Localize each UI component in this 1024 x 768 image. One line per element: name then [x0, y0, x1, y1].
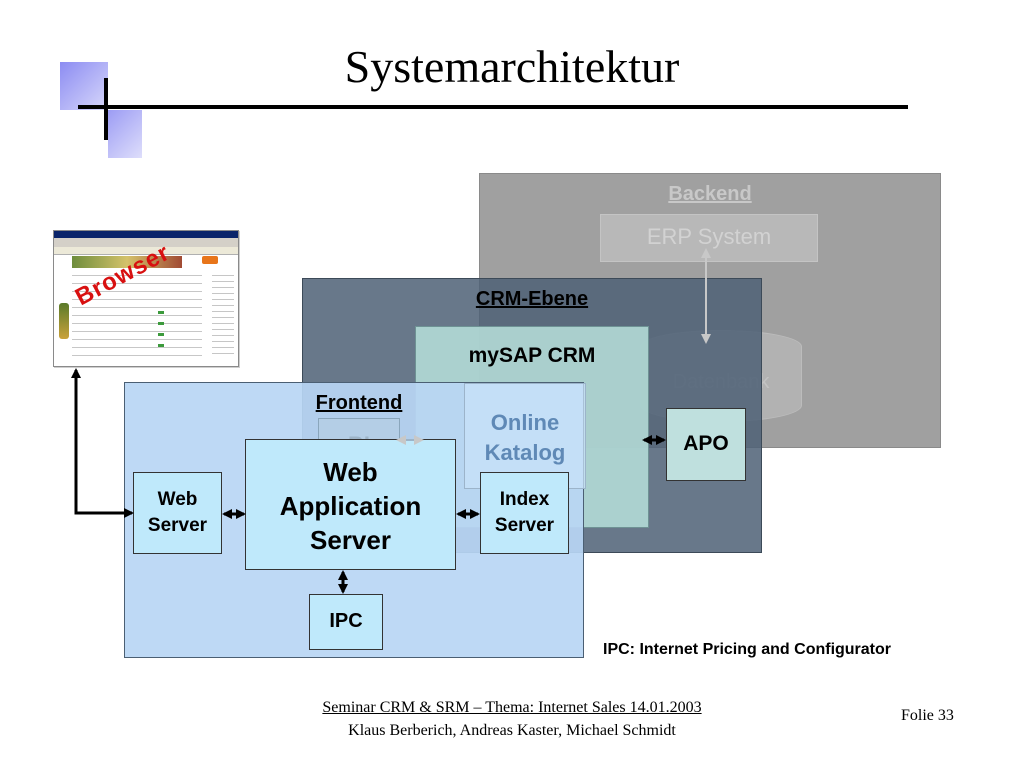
index-server-label: Index Server [480, 487, 569, 539]
shop-product-list [72, 275, 202, 363]
slide-title: Systemarchitektur [344, 41, 680, 92]
footer-authors-line: Klaus Berberich, Andreas Kaster, Michael… [348, 722, 676, 739]
frontend-title: Frontend [315, 392, 403, 414]
web-application-server-label-line2: Application [279, 491, 422, 521]
apo-box [666, 408, 746, 481]
browser-addressbar [54, 247, 238, 255]
title-decoration-square [60, 62, 108, 110]
cart-buttons [158, 311, 164, 351]
title-decoration-square-small [108, 110, 142, 158]
online-katalog-label-line1: Online [490, 410, 560, 435]
web-server-box [133, 472, 222, 554]
slide-number: Folie 33 [901, 707, 954, 724]
backend-title: Backend [668, 183, 752, 205]
web-server-label: Web Server [133, 487, 222, 539]
product-image [59, 303, 69, 339]
shop-sidebar [212, 275, 234, 355]
ipc-box [309, 594, 383, 650]
erp-system-label: ERP System [646, 224, 772, 249]
shop-logo [202, 256, 218, 264]
apo-label: APO [683, 432, 729, 455]
web-server-label-line1: Web [157, 489, 198, 510]
index-server-box [480, 472, 569, 554]
crm-layer-title: CRM-Ebene [475, 288, 589, 310]
title-decoration-vertical-line [104, 78, 108, 140]
browser-titlebar [54, 231, 238, 238]
ipc-abbreviation-note: IPC: Internet Pricing and Configurator [603, 641, 892, 658]
online-katalog-label: Online Katalog [464, 408, 586, 468]
ipc-label: IPC [329, 610, 363, 632]
shop-banner-image [72, 256, 182, 268]
web-server-label-line2: Server [147, 515, 208, 536]
index-server-label-line1: Index [499, 489, 550, 510]
web-application-server-label: Web Application Server [245, 455, 456, 557]
title-underline [78, 105, 908, 109]
online-katalog-label-line2: Katalog [484, 440, 566, 465]
web-application-server-box [245, 439, 456, 570]
online-katalog-box [464, 383, 586, 489]
browser-menubar [54, 238, 238, 247]
web-application-server-label-line1: Web [323, 457, 378, 487]
web-application-server-label-line3: Server [310, 525, 391, 555]
browser-screenshot-thumbnail [53, 230, 239, 367]
index-server-label-line2: Server [494, 515, 555, 536]
footer-seminar-line: Seminar CRM & SRM – Thema: Internet Sale… [322, 699, 702, 716]
browser-web-server-arrow [71, 368, 134, 518]
mysap-crm-label: mySAP CRM [468, 344, 596, 367]
